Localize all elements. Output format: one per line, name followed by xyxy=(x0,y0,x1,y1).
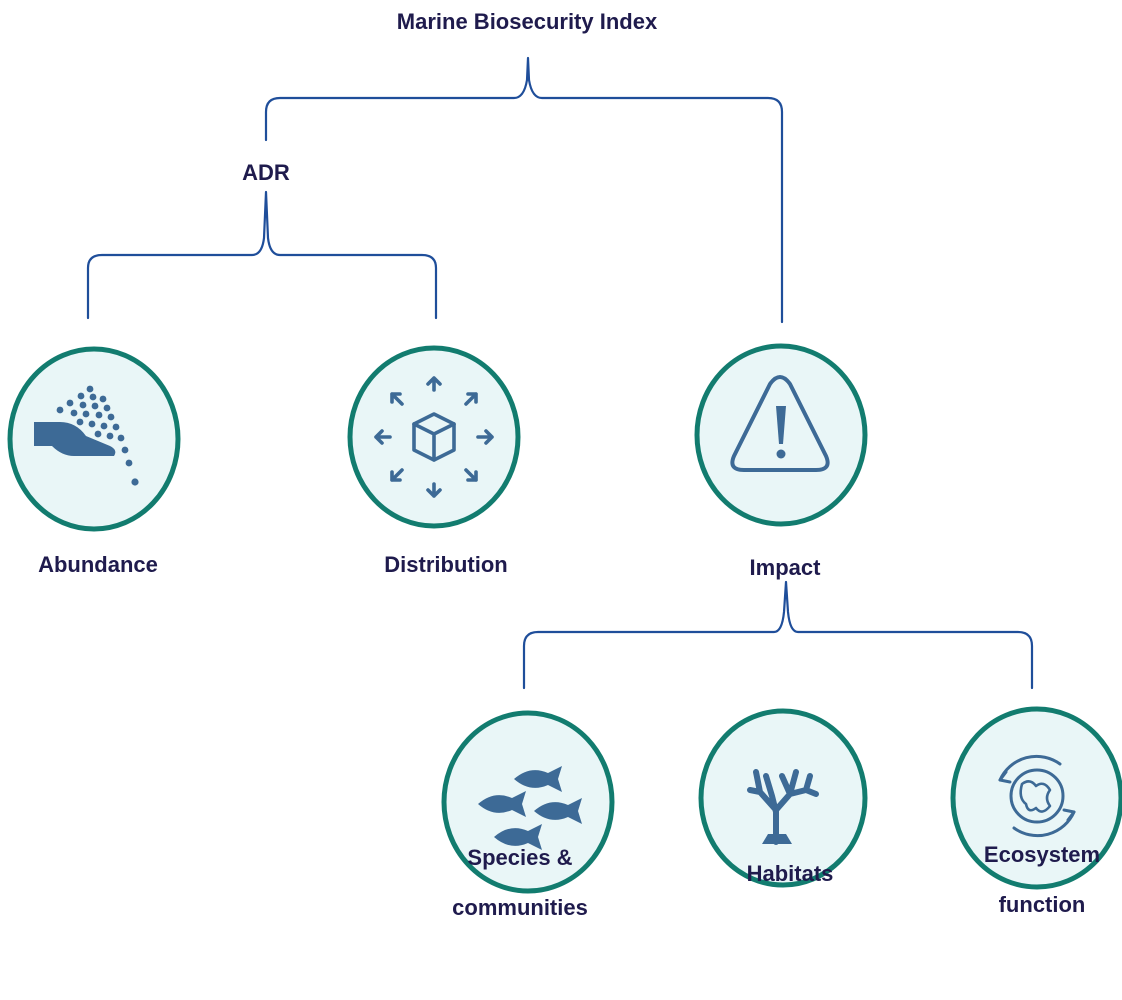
globe-cycle-icon xyxy=(998,754,1076,838)
distribution-node xyxy=(347,345,521,529)
impact-connector xyxy=(522,580,1034,690)
habitats-label: Habitats xyxy=(746,861,834,886)
adr-group-label: ADR xyxy=(242,160,290,185)
abundance-label: Abundance xyxy=(38,552,158,577)
species-label-line1: Species & xyxy=(467,845,573,870)
species-label: Species & communities xyxy=(420,840,620,926)
impact-label: Impact xyxy=(749,555,821,580)
ecosystem-label-line2: function xyxy=(998,892,1086,917)
ecosystem-label: Ecosystem function xyxy=(942,837,1122,923)
title-connector xyxy=(264,56,784,324)
ecosystem-node xyxy=(950,706,1122,890)
ecosystem-label-line1: Ecosystem xyxy=(983,842,1101,867)
abundance-node xyxy=(7,346,181,532)
fish-school-icon xyxy=(478,766,582,850)
habitats-node xyxy=(698,708,868,888)
distribution-label: Distribution xyxy=(384,552,508,577)
species-label-line2: communities xyxy=(452,895,588,920)
cube-arrows-outward-icon xyxy=(374,376,494,498)
warning-triangle-icon xyxy=(730,375,830,472)
hand-scattering-dots-icon xyxy=(34,385,139,486)
impact-node xyxy=(694,343,868,527)
species-node xyxy=(441,710,615,894)
adr-connector xyxy=(86,190,438,320)
diagram-title: Marine Biosecurity Index xyxy=(396,9,658,34)
coral-icon xyxy=(747,769,819,845)
